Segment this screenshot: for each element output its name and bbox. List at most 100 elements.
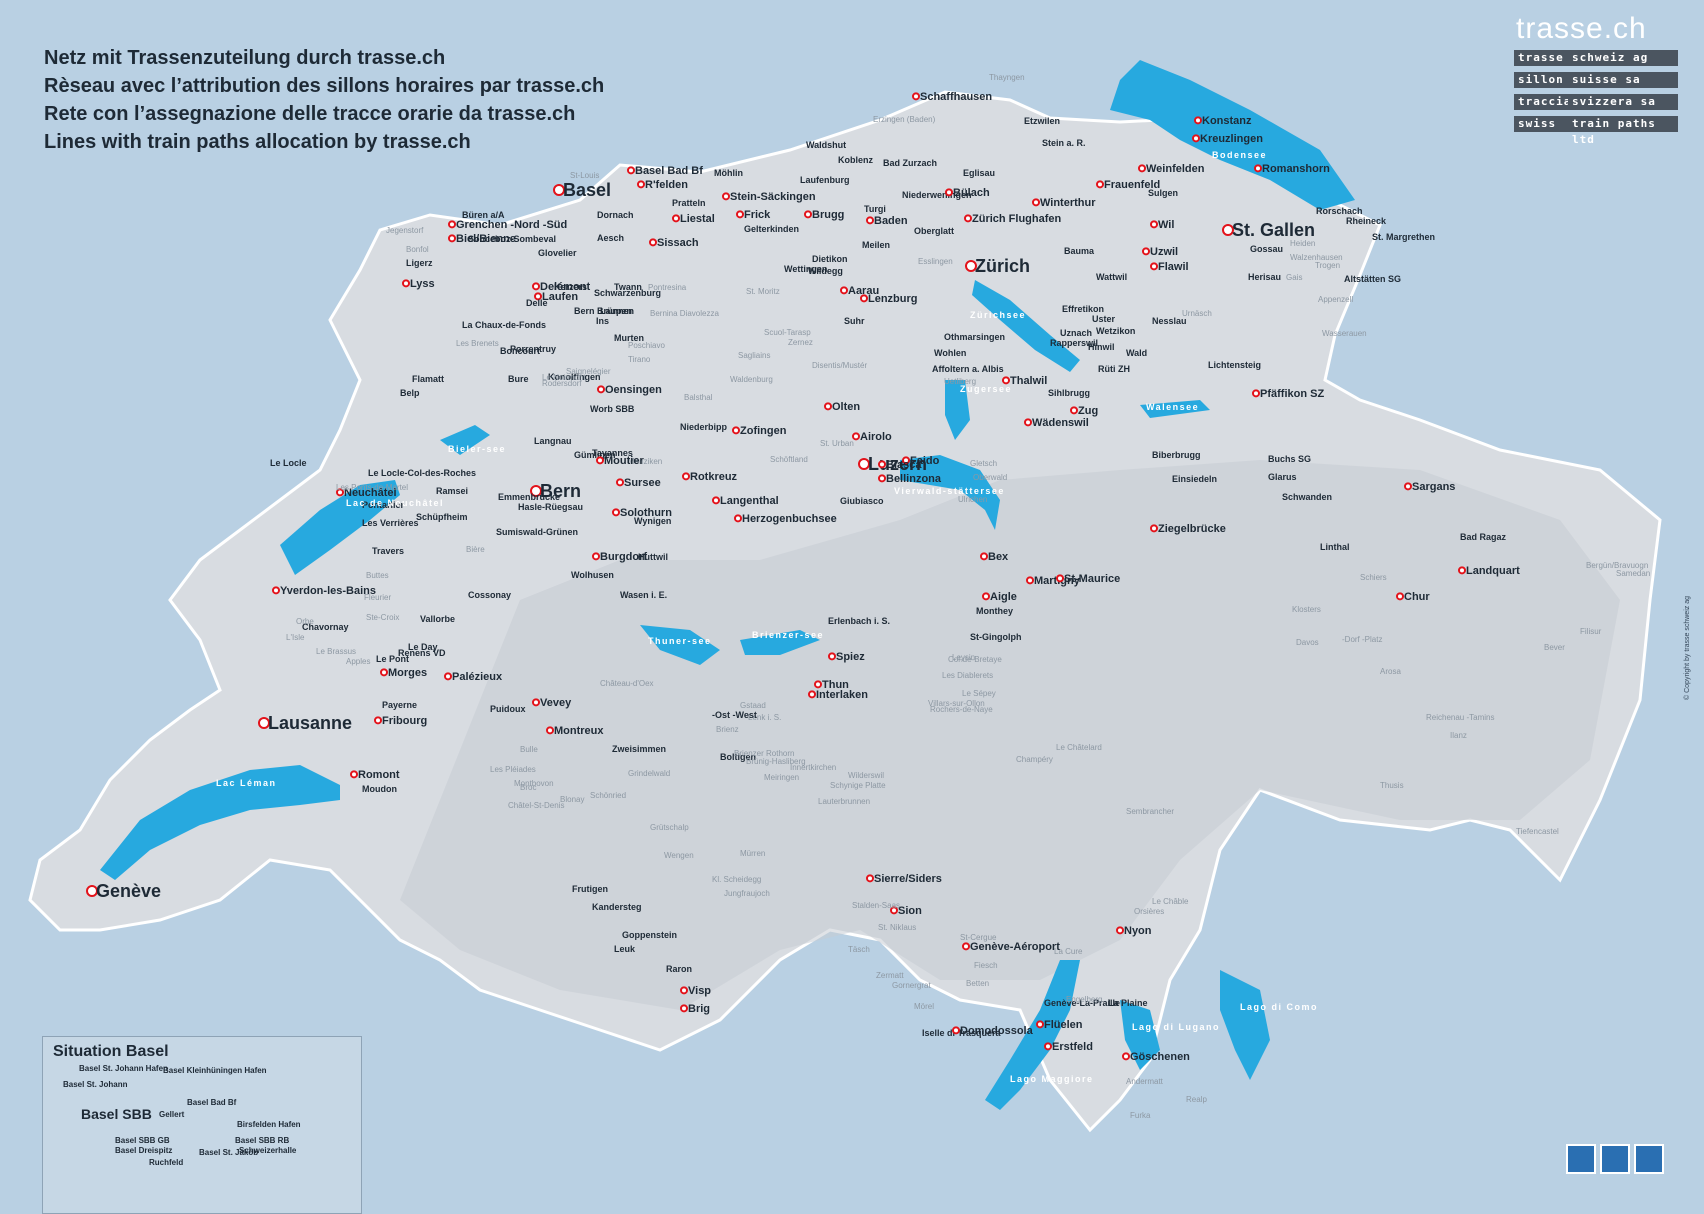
place-label: Luzern (868, 454, 927, 474)
place-label: Liestal (680, 213, 715, 225)
brand-key: trasse (1514, 50, 1570, 66)
place-label: Othmarsingen (944, 332, 1005, 342)
place-label: Laupen (600, 306, 632, 316)
place-label: Moutier (604, 455, 644, 467)
place-label: Jegenstorf (386, 226, 424, 235)
place-label: Vevey (540, 697, 572, 709)
place-label: Gelterkinden (744, 224, 799, 234)
document-icon[interactable] (1566, 1144, 1596, 1174)
place-label: Suhr (844, 316, 865, 326)
place-label: Pratteln (672, 198, 706, 208)
station-marker (804, 210, 812, 219)
place-label: Frauenfeld (1104, 179, 1160, 191)
place-label: Etzwilen (1024, 116, 1060, 126)
station-marker (1222, 224, 1234, 236)
place-label: St-Louis (570, 171, 599, 180)
place-label: Rorschach (1316, 206, 1363, 216)
place-label: St. Moritz (746, 287, 780, 296)
place-label: Thalwil (1010, 375, 1047, 387)
station-marker (612, 508, 620, 517)
place-label: Disentis/Mustér (812, 361, 867, 370)
place-label: Furka (1130, 1111, 1151, 1120)
inset-place-label: Schweizerhalle (239, 1146, 297, 1155)
place-label: Biel/Bienne (456, 233, 516, 245)
place-label: Vallorbe (420, 614, 455, 624)
lake-thun (640, 625, 720, 665)
place-label: Lausanne (268, 713, 352, 733)
place-label: Lenzburg (868, 293, 918, 305)
place-label: Buttes (366, 571, 389, 580)
place-label: Affoltern a. Albis (932, 364, 1004, 374)
place-label: Worb SBB (590, 404, 635, 414)
copyright-note: © Copyright by trasse schweiz ag (1684, 596, 1691, 700)
place-label: Raron (666, 964, 692, 974)
station-marker (1056, 574, 1064, 583)
place-label: Le Day (408, 642, 438, 652)
place-label: Grütschalp (650, 823, 689, 832)
station-marker (272, 586, 280, 595)
station-marker (627, 166, 635, 175)
place-label: Buchs SG (1268, 454, 1311, 464)
place-label: Bulle (520, 745, 538, 754)
station-marker (814, 680, 822, 689)
station-marker (637, 180, 645, 189)
lake-neuchatel (280, 480, 400, 575)
place-label: Oberglatt (914, 226, 954, 236)
place-label: Erstfeld (1052, 1041, 1093, 1053)
place-label: -Ost -West (712, 710, 757, 720)
place-label: Schynige Platte (830, 781, 886, 790)
place-label: Morges (388, 667, 427, 679)
place-label: Landquart (1466, 565, 1520, 577)
place-label: Pontresina (648, 283, 687, 292)
place-label: Le Châble (1152, 897, 1189, 906)
place-label: Rüti ZH (1098, 364, 1130, 374)
station-marker (808, 690, 816, 699)
place-label: Murten (614, 333, 644, 343)
place-label: Stalden-Saas (852, 901, 900, 910)
place-label: Weinfelden (1146, 163, 1205, 175)
place-label: Wohlen (934, 348, 966, 358)
place-label: Erzingen (Baden) (873, 115, 936, 124)
place-label: Ramsei (436, 486, 468, 496)
place-label: St-Cergue (960, 933, 997, 942)
station-marker (534, 292, 542, 301)
place-label: Lauterbrunnen (818, 797, 870, 806)
place-label: Wädenswil (1032, 417, 1089, 429)
lake-label: Bodensee (1212, 150, 1267, 160)
station-marker (890, 906, 898, 915)
place-label: Heiden (1290, 239, 1315, 248)
place-label: Rodersdorf (542, 379, 582, 388)
place-label: Sumiswald-Grünen (496, 527, 578, 537)
place-label: Bauma (1064, 246, 1095, 256)
place-label: Bellinzona (886, 473, 942, 485)
place-label: Schüpfheim (416, 512, 468, 522)
place-label: Gais (1286, 273, 1302, 282)
place-label: Aigle (990, 591, 1017, 603)
place-label: Schiers (1360, 573, 1387, 582)
place-label: Poschiavo (628, 341, 665, 350)
place-label: Tiefencastel (1516, 827, 1559, 836)
place-label: Visp (688, 985, 711, 997)
place-label: Sembrancher (1126, 807, 1174, 816)
map-base (28, 60, 1662, 1133)
brand-value: svizzera sa (1568, 94, 1678, 110)
station-marker (734, 514, 742, 523)
place-label: Konolfingen (548, 372, 601, 382)
place-label: Wetzikon (1096, 326, 1135, 336)
place-label: Château-d'Oex (600, 679, 654, 688)
place-label: Faido (910, 455, 940, 467)
place-label: Meiringen (764, 773, 799, 782)
place-label: Linthal (1320, 542, 1350, 552)
place-label: Sulgen (1148, 188, 1178, 198)
lake-biel (440, 425, 490, 455)
place-label: Monthey (976, 606, 1013, 616)
station-marker (649, 238, 657, 247)
station-marker (1044, 1042, 1052, 1051)
train-icon[interactable] (1600, 1144, 1630, 1174)
place-label: Brienz (716, 725, 739, 734)
rail-car-icon[interactable] (1634, 1144, 1664, 1174)
